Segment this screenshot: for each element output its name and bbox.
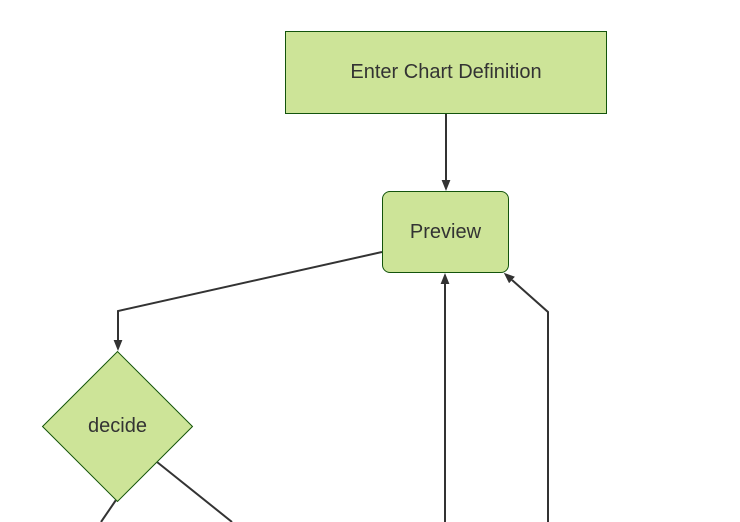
edge-decide-to-offscreen-bottom-right [156,461,233,522]
node-enter-chart-definition-label: Enter Chart Definition [350,61,542,83]
node-preview-label: Preview [409,220,482,243]
node-enter-chart-definition: Enter Chart Definition [285,31,607,114]
edge-decide-to-offscreen-bottom-left [100,499,117,522]
edge-offscreen-bottom-2-to-preview [503,272,549,522]
node-preview: Preview [382,191,509,273]
edge-preview-to-decide [113,251,383,351]
node-decide-label: decide [88,415,147,437]
